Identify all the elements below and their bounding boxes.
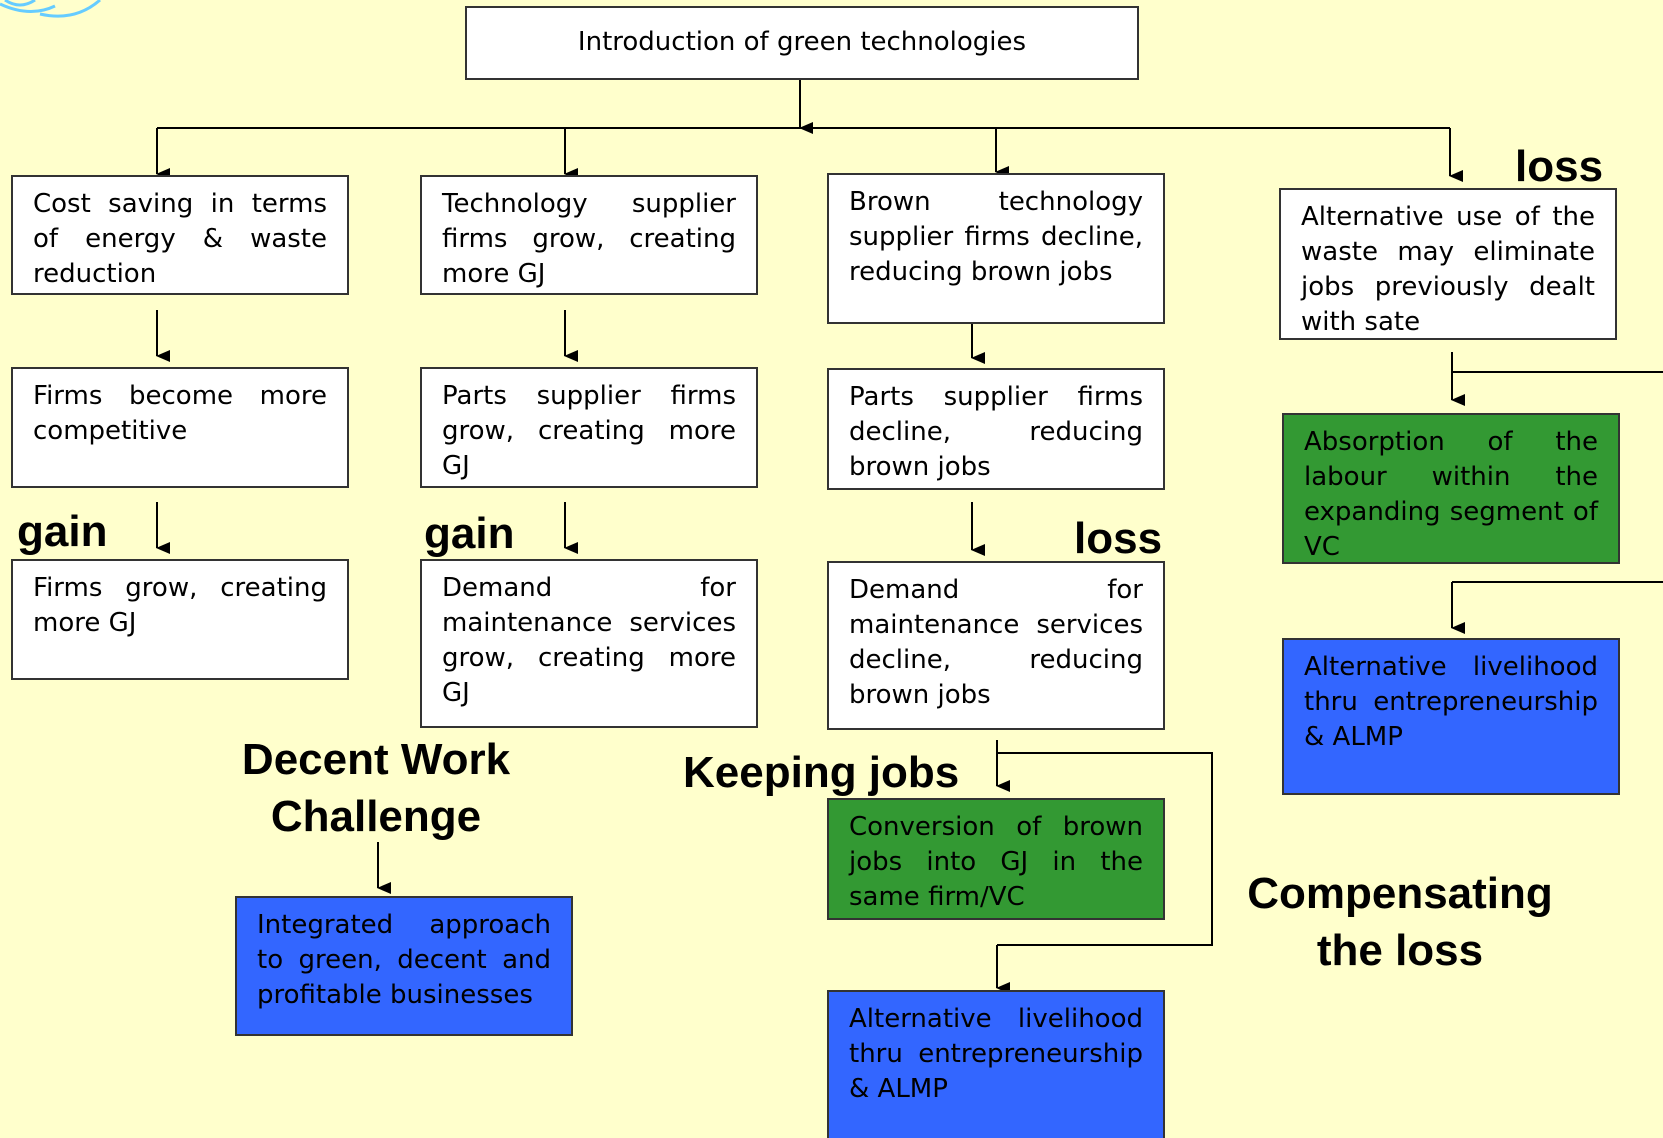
- alt-livelihood-right-box: Alternative livelihood thru entrepreneur…: [1282, 638, 1620, 795]
- alt-livelihood-mid-box: Alternative livelihood thru entrepreneur…: [827, 990, 1165, 1138]
- compensating-line-2: the loss: [1316, 926, 1484, 975]
- gain-label-1: gain: [17, 507, 108, 556]
- firms-grow-box: Firms grow, creating more GJ: [11, 559, 349, 680]
- gain-label-2: gain: [424, 509, 515, 558]
- absorption-box: Absorption of the labour within the expa…: [1282, 413, 1620, 564]
- alt-waste-box: Alternative use of the waste may elimina…: [1279, 188, 1617, 340]
- cost-saving-box: Cost saving in terms of energy & waste r…: [11, 175, 349, 295]
- compensating-line-1: Compensating: [1247, 869, 1553, 918]
- integrated-approach-box: Integrated approach to green, decent and…: [235, 896, 573, 1036]
- maintenance-decline-box: Demand for maintenance services decline,…: [827, 561, 1165, 730]
- firms-competitive-box: Firms become more competitive: [11, 367, 349, 488]
- intro-box: Introduction of green technologies: [465, 6, 1139, 80]
- keeping-jobs-label: Keeping jobs: [683, 748, 960, 797]
- tech-supplier-grow-box: Technology supplier firms grow, creating…: [420, 175, 758, 295]
- partial-logo-icon: [0, 0, 110, 18]
- decent-work-label: Decent Work Challenge: [226, 731, 526, 845]
- decent-work-line-1: Decent Work: [241, 735, 511, 784]
- loss-label-1: loss: [1515, 142, 1604, 191]
- conversion-box: Conversion of brown jobs into GJ in the …: [827, 798, 1165, 920]
- compensating-label: Compensating the loss: [1220, 865, 1580, 979]
- parts-supplier-grow-box: Parts supplier firms grow, creating more…: [420, 367, 758, 488]
- maintenance-grow-box: Demand for maintenance services grow, cr…: [420, 559, 758, 728]
- parts-supplier-decline-box: Parts supplier firms decline, reducing b…: [827, 368, 1165, 490]
- brown-decline-box: Brown technology supplier firms decline,…: [827, 173, 1165, 324]
- loss-label-2: loss: [1074, 514, 1163, 563]
- decent-work-line-2: Challenge: [270, 792, 482, 841]
